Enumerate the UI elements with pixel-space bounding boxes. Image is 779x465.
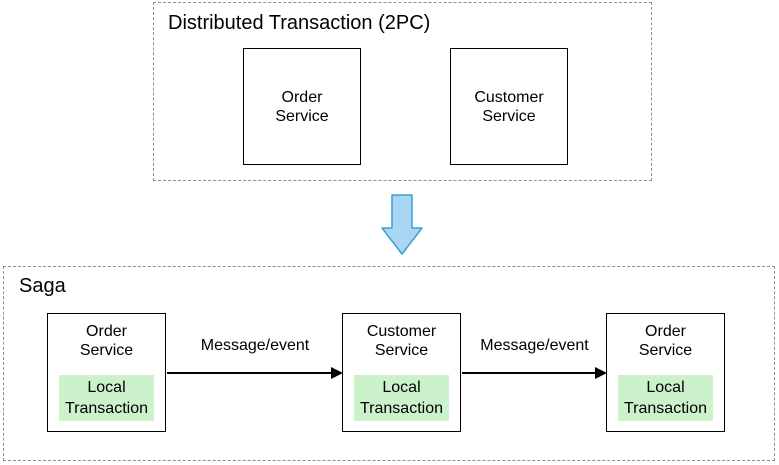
local-transaction-box: Local Transaction — [59, 375, 154, 421]
node-label: Order Service — [79, 323, 134, 359]
node-customer-service-saga: Customer Service Local Transaction — [342, 313, 461, 432]
local-transaction-label: Local Transaction — [624, 379, 707, 417]
node-label: Order Service — [275, 88, 329, 125]
arrow-head-icon — [331, 367, 343, 379]
arrow-line — [462, 372, 596, 374]
node-label: Order Service — [638, 323, 693, 359]
node-order-service-saga-1: Order Service Local Transaction — [47, 313, 166, 432]
edge-message-event-2: Message/event — [462, 336, 607, 380]
node-order-service-2pc: Order Service — [243, 48, 361, 165]
arrow-head-icon — [595, 367, 607, 379]
edge-label: Message/event — [200, 337, 310, 354]
arrow-line — [167, 372, 332, 374]
local-transaction-label: Local Transaction — [360, 379, 443, 417]
node-customer-service-2pc: Customer Service — [450, 48, 568, 165]
node-label: Customer Service — [474, 88, 544, 125]
group-saga: Saga Order Service Local Transaction Mes… — [3, 266, 775, 461]
local-transaction-box: Local Transaction — [354, 375, 449, 421]
group-title-saga: Saga — [19, 275, 66, 297]
node-label: Customer Service — [366, 323, 437, 359]
edge-message-event-1: Message/event — [167, 336, 343, 380]
node-order-service-saga-2: Order Service Local Transaction — [606, 313, 725, 432]
edge-label: Message/event — [480, 337, 589, 354]
local-transaction-box: Local Transaction — [618, 375, 713, 421]
group-distributed-transaction-2pc: Distributed Transaction (2PC) Order Serv… — [153, 2, 652, 181]
down-arrow-icon — [381, 194, 423, 255]
group-title-2pc: Distributed Transaction (2PC) — [168, 12, 431, 34]
local-transaction-label: Local Transaction — [65, 379, 148, 417]
